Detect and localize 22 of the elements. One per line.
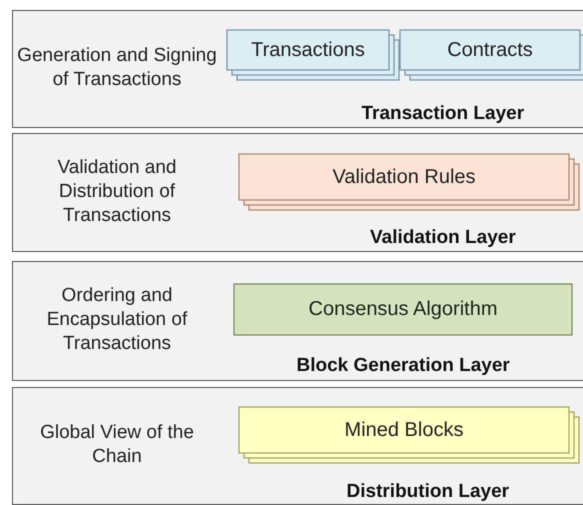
stacked-card [399,29,583,81]
layer-description: Global View of the Chain [39,421,195,469]
layer-description: Ordering and Encapsulation of Transactions [46,284,188,356]
card [233,283,573,336]
layer-band [12,261,583,381]
layer-title: Distribution Layer [346,481,510,503]
layer-title: Validation Layer [370,227,516,249]
card-label: Mined Blocks [344,418,464,442]
card-label: Transactions [250,38,366,62]
layer-description: Validation and Distribution of Transactions [56,156,178,228]
layer-band [12,133,583,252]
card-label: Validation Rules [331,164,477,190]
stacked-card [238,406,580,464]
layer-title: Block Generation Layer [296,355,510,377]
card-label: Contracts [446,38,534,62]
layer-description: Generation and Signing of Transactions [16,44,218,92]
stacked-card [238,153,580,211]
layer-title: Transaction Layer [362,103,524,125]
layer-band [12,387,583,505]
stacked-card [226,29,400,81]
layer-band [12,10,583,128]
card-label: Consensus Algorithm [308,297,498,322]
